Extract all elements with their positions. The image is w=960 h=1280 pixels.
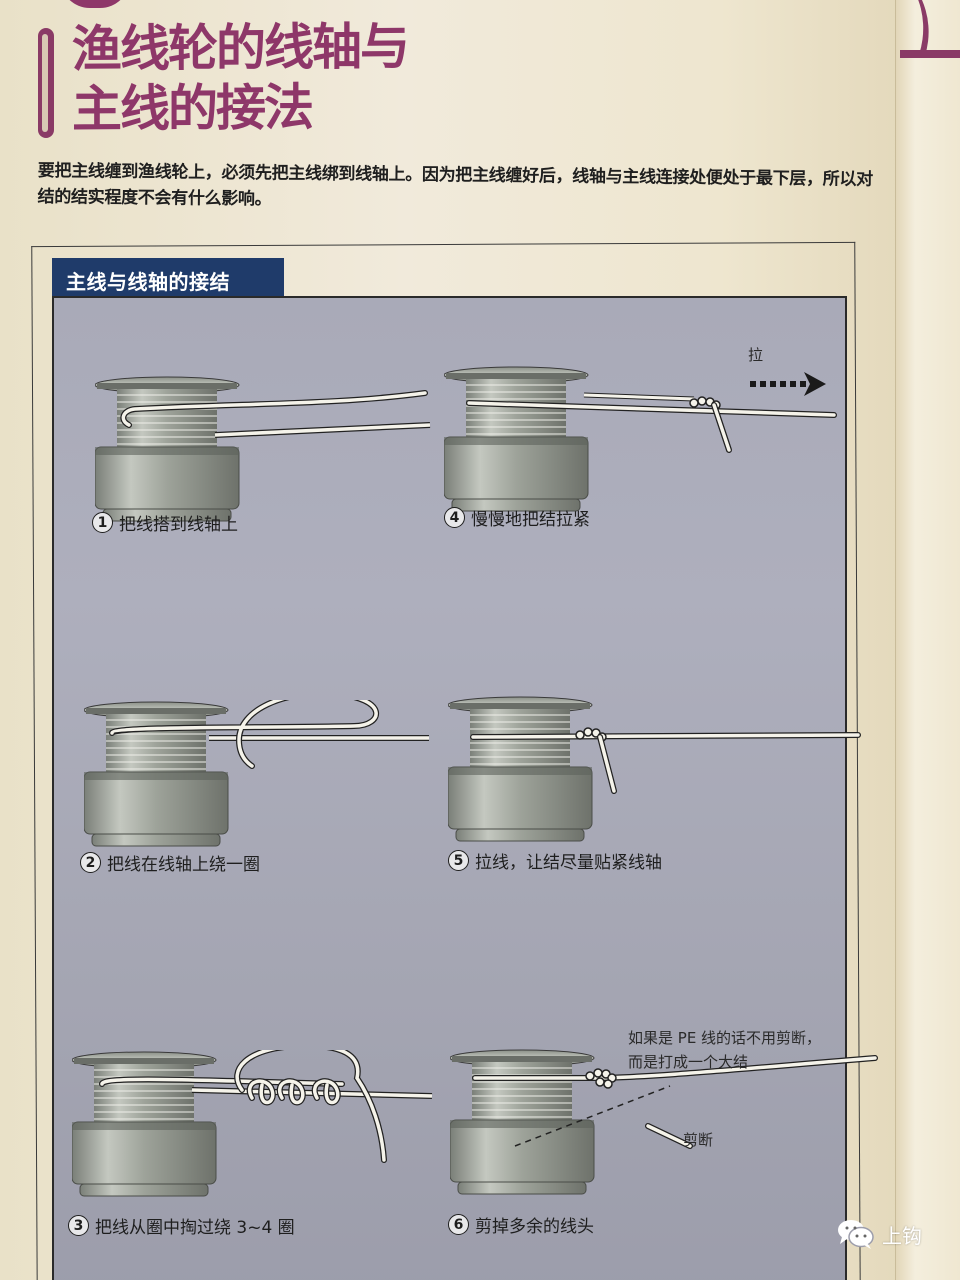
cut-label: 剪断 bbox=[683, 1131, 714, 1149]
step-5-illustration bbox=[448, 695, 868, 845]
intro-paragraph: 要把主线缠到渔线轮上，必须先把主线绑到线轴上。因为把主线缠好后，线轴与主线连接处… bbox=[37, 160, 873, 210]
chapter-badge-remnant bbox=[60, 0, 130, 8]
section-title: 主线与线轴的接结 bbox=[52, 258, 284, 298]
step-number-badge: 2 bbox=[80, 852, 101, 873]
step-5-caption: 5 拉线，让结尽量贴紧线轴 bbox=[448, 848, 662, 873]
step-5-text: 拉线，让结尽量贴紧线轴 bbox=[475, 853, 662, 873]
spool-icon bbox=[72, 1050, 433, 1197]
step-4-caption: 4 慢慢地把结拉紧 bbox=[444, 505, 590, 530]
adjacent-page bbox=[895, 0, 960, 1280]
pe-line-note-line1: 如果是 PE 线的话不用剪断， bbox=[628, 1029, 822, 1047]
step-6-text: 剪掉多余的线头 bbox=[475, 1217, 594, 1237]
wechat-icon bbox=[838, 1220, 874, 1249]
page-title-line2: 主线的接法 bbox=[72, 78, 312, 139]
spool-icon bbox=[95, 376, 431, 522]
step-1-caption: 1 把线搭到线轴上 bbox=[92, 510, 238, 535]
page-title: 渔线轮的线轴与 主线的接法 bbox=[72, 17, 408, 140]
step-number-badge: 4 bbox=[444, 507, 465, 528]
page-title-line1: 渔线轮的线轴与 bbox=[72, 17, 408, 79]
pull-arrow-icon bbox=[750, 372, 830, 400]
step-1-illustration bbox=[95, 375, 435, 525]
watermark-text: 上钩 bbox=[882, 1223, 922, 1248]
watermark: 上钩 bbox=[836, 1218, 922, 1250]
pe-line-note-line2: 而是打成一个大结 bbox=[628, 1053, 749, 1071]
step-6-illustration bbox=[450, 1048, 890, 1208]
step-4-text: 慢慢地把结拉紧 bbox=[471, 510, 590, 530]
spool-icon bbox=[444, 366, 837, 512]
step-2-caption: 2 把线在线轴上绕一圈 bbox=[80, 850, 260, 875]
spool-icon bbox=[448, 696, 861, 842]
spool-icon bbox=[450, 1049, 878, 1195]
pe-line-note: 如果是 PE 线的话不用剪断， 而是打成一个大结 bbox=[628, 1026, 821, 1074]
cut-line bbox=[514, 1085, 671, 1147]
step-number-badge: 5 bbox=[448, 850, 469, 871]
step-2-text: 把线在线轴上绕一圈 bbox=[107, 855, 260, 875]
step-3-text: 把线从圈中掏过绕 3~4 圈 bbox=[95, 1218, 295, 1238]
step-6-caption: 6 剪掉多余的线头 bbox=[448, 1212, 594, 1237]
step-2-illustration bbox=[84, 700, 444, 850]
step-3-caption: 3 把线从圈中掏过绕 3~4 圈 bbox=[68, 1213, 295, 1238]
pull-label: 拉 bbox=[748, 346, 764, 364]
adjacent-page-stripe bbox=[900, 50, 960, 58]
step-number-badge: 1 bbox=[92, 512, 113, 533]
step-3-illustration bbox=[72, 1050, 452, 1210]
title-accent-bar bbox=[38, 28, 54, 138]
step-1-text: 把线搭到线轴上 bbox=[119, 515, 238, 535]
step-4-illustration bbox=[444, 365, 844, 515]
step-number-badge: 3 bbox=[68, 1215, 89, 1236]
spool-icon bbox=[84, 700, 429, 847]
step-number-badge: 6 bbox=[448, 1214, 469, 1235]
